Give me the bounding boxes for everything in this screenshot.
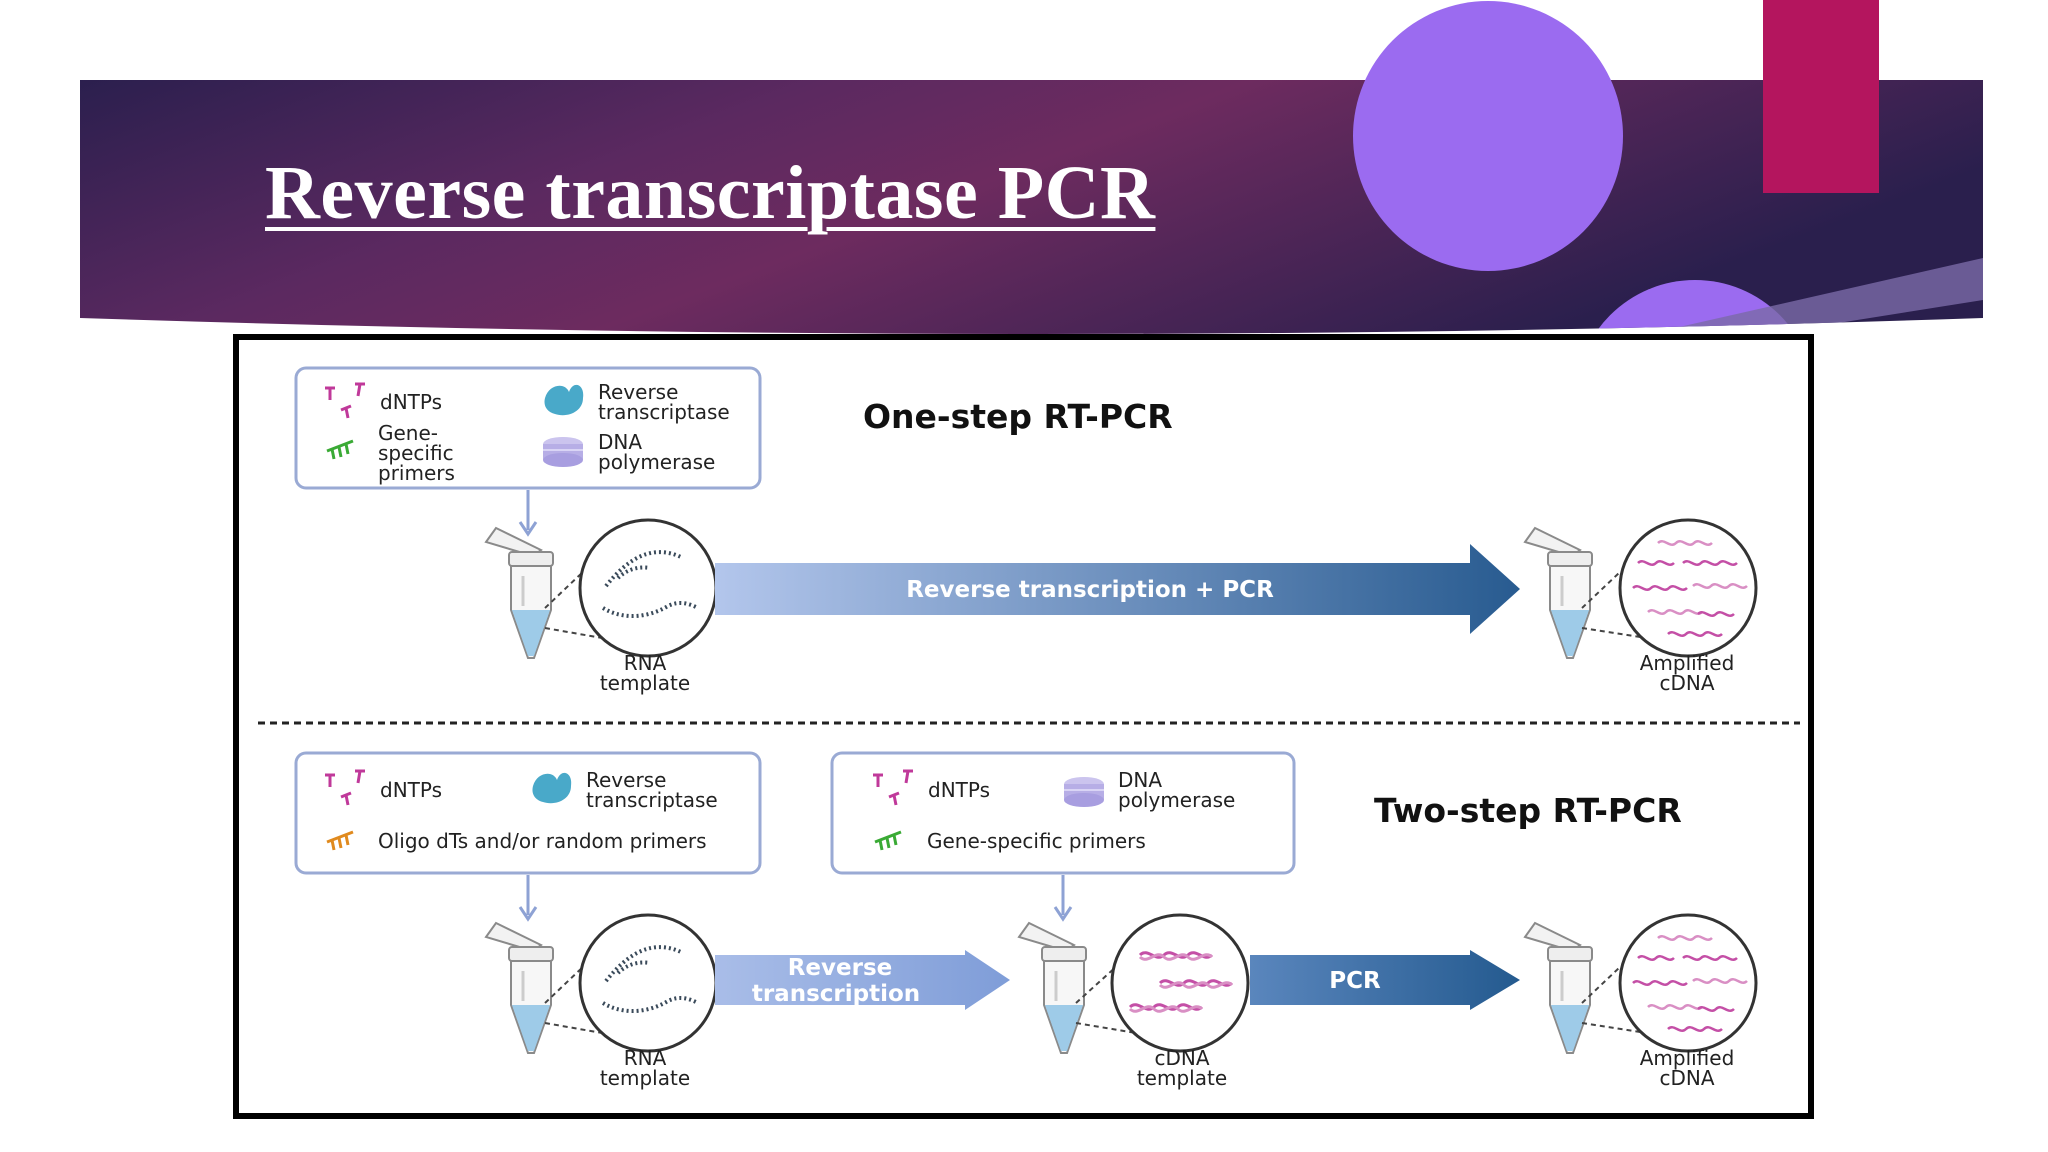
- two-step-rt-line1: Reverse: [586, 768, 666, 792]
- two-step-rt-dntps-label: dNTPs: [380, 778, 442, 802]
- two-step-panel: dNTPs Reverse transcriptase Oligo dTs an…: [294, 751, 1758, 1090]
- tube-icon: [1017, 921, 1088, 1055]
- one-step-heading: One-step RT-PCR: [863, 397, 1173, 436]
- two-step-pcr-arrow: [1250, 950, 1520, 1010]
- one-step-pol-line2: polymerase: [598, 450, 715, 474]
- two-step-down-arrow-1: [518, 875, 538, 922]
- two-step-arrow1-line2: transcription: [752, 981, 920, 1007]
- one-step-process-arrow: [715, 544, 1520, 634]
- tube-icon: [484, 526, 555, 660]
- dna-polymerase-icon: [542, 436, 584, 468]
- two-step-amplified-label-1: Amplified: [1640, 1046, 1735, 1070]
- two-step-rt-line2: transcriptase: [586, 788, 718, 812]
- two-step-rt-reagent-box: [294, 751, 762, 875]
- one-step-down-arrow: [518, 490, 538, 537]
- slide-title: Reverse transcriptase PCR: [265, 151, 1156, 235]
- one-step-rna-label-2: template: [600, 671, 690, 695]
- two-step-amplified-label-2: cDNA: [1659, 1066, 1714, 1090]
- tube-icon: [1523, 526, 1594, 660]
- one-step-pol-line1: DNA: [598, 430, 642, 454]
- tube-icon: [484, 921, 555, 1055]
- two-step-arrow2-label: PCR: [1329, 968, 1381, 994]
- one-step-primers-line3: primers: [378, 461, 455, 485]
- two-step-cdna-label-2: template: [1137, 1066, 1227, 1090]
- rna-template-icon: [578, 913, 718, 1053]
- amplified-cdna-icon: [1618, 913, 1758, 1053]
- two-step-heading: Two-step RT-PCR: [1374, 791, 1682, 830]
- two-step-pol-line2: polymerase: [1118, 788, 1235, 812]
- one-step-primers-line1: Gene-: [378, 421, 438, 445]
- two-step-rt-arrow: [715, 950, 1010, 1010]
- two-step-pol-line1: DNA: [1118, 768, 1162, 792]
- amplified-cdna-icon: [1618, 518, 1758, 658]
- decor-circle-large: [1353, 1, 1623, 271]
- one-step-rna-label-1: RNA: [624, 651, 667, 675]
- one-step-amplified-label-1: Amplified: [1640, 651, 1735, 675]
- decor-stripe: [1600, 258, 1983, 334]
- two-step-pcr-dntps-label: dNTPs: [928, 778, 990, 802]
- rna-template-icon: [578, 518, 718, 658]
- dna-polymerase-icon: [1063, 776, 1105, 808]
- two-step-down-arrow-2: [1053, 875, 1073, 922]
- cdna-template-icon: [1110, 913, 1250, 1053]
- two-step-arrow1-line1: Reverse: [788, 955, 893, 981]
- one-step-rt-line2: transcriptase: [598, 400, 730, 424]
- two-step-cdna-label-1: cDNA: [1154, 1046, 1209, 1070]
- one-step-reagent-box: [294, 366, 762, 490]
- two-step-rna-label-1: RNA: [624, 1046, 667, 1070]
- two-step-rna-label-2: template: [600, 1066, 690, 1090]
- one-step-amplified-label-2: cDNA: [1659, 671, 1714, 695]
- two-step-pcr-reagent-box: [830, 751, 1296, 875]
- one-step-rt-line1: Reverse: [598, 380, 678, 404]
- two-step-rt-primers-label: Oligo dTs and/or random primers: [378, 829, 707, 853]
- one-step-primers-line2: specific: [378, 441, 454, 465]
- one-step-panel: dNTPs Gene- specific primers Reverse tra…: [294, 366, 1758, 695]
- one-step-arrow-label: Reverse transcription + PCR: [906, 577, 1274, 603]
- accent-bar: [1763, 0, 1879, 193]
- two-step-pcr-primers-label: Gene-specific primers: [927, 829, 1146, 853]
- one-step-dntps-label: dNTPs: [380, 390, 442, 414]
- tube-icon: [1523, 921, 1594, 1055]
